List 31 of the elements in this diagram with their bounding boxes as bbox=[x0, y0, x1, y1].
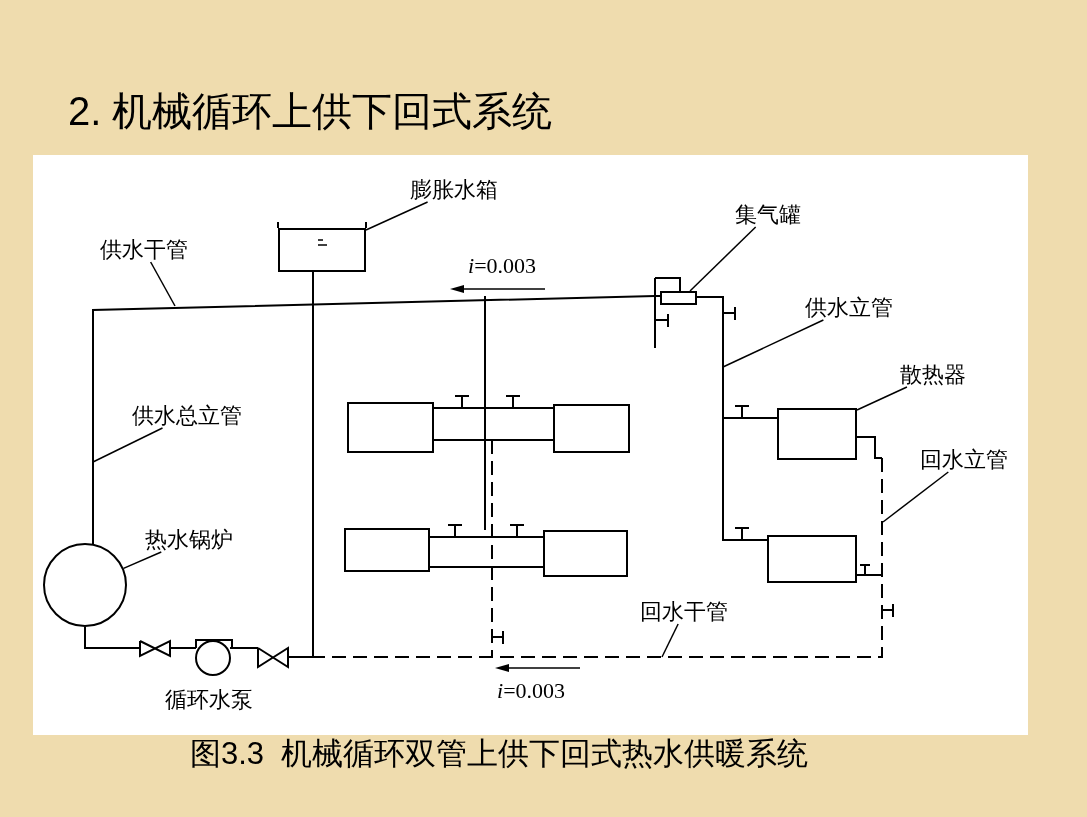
figure-caption: 图3.3 机械循环双管上供下回式热水供暖系统 bbox=[190, 735, 809, 773]
radiator-box bbox=[347, 402, 434, 453]
pump-label: 循环水泵 bbox=[165, 688, 253, 712]
slope-label: i=0.003 bbox=[468, 254, 537, 278]
radiator-box bbox=[767, 535, 857, 583]
part-label: 回水干管 bbox=[640, 600, 728, 624]
leader-line bbox=[149, 261, 176, 307]
part-label: 热水锅炉 bbox=[145, 528, 233, 552]
leader-line bbox=[365, 201, 429, 231]
part-label: 回水立管 bbox=[920, 448, 1008, 472]
leader-line bbox=[661, 623, 679, 658]
leader-line bbox=[882, 471, 950, 523]
radiator-box bbox=[543, 530, 628, 577]
part-label: 膨胀水箱 bbox=[410, 178, 498, 202]
part-label: 供水总立管 bbox=[132, 404, 242, 428]
expansion-tank bbox=[278, 228, 366, 272]
radiator-box bbox=[553, 404, 630, 453]
leader-line bbox=[689, 226, 757, 292]
air-collector bbox=[660, 291, 697, 305]
part-label: 散热器 bbox=[900, 363, 966, 387]
slide-title: 2. 机械循环上供下回式系统 bbox=[68, 88, 553, 134]
radiator-box bbox=[344, 528, 430, 572]
part-label: 供水干管 bbox=[100, 238, 188, 262]
radiator-box bbox=[777, 408, 857, 460]
leader-line bbox=[856, 386, 908, 411]
leader-line bbox=[92, 427, 164, 463]
part-label: 供水立管 bbox=[805, 296, 893, 320]
leader-line bbox=[122, 551, 162, 570]
slope-label: i=0.003 bbox=[497, 679, 566, 703]
leader-line bbox=[722, 319, 825, 368]
part-label: 集气罐 bbox=[735, 203, 801, 227]
